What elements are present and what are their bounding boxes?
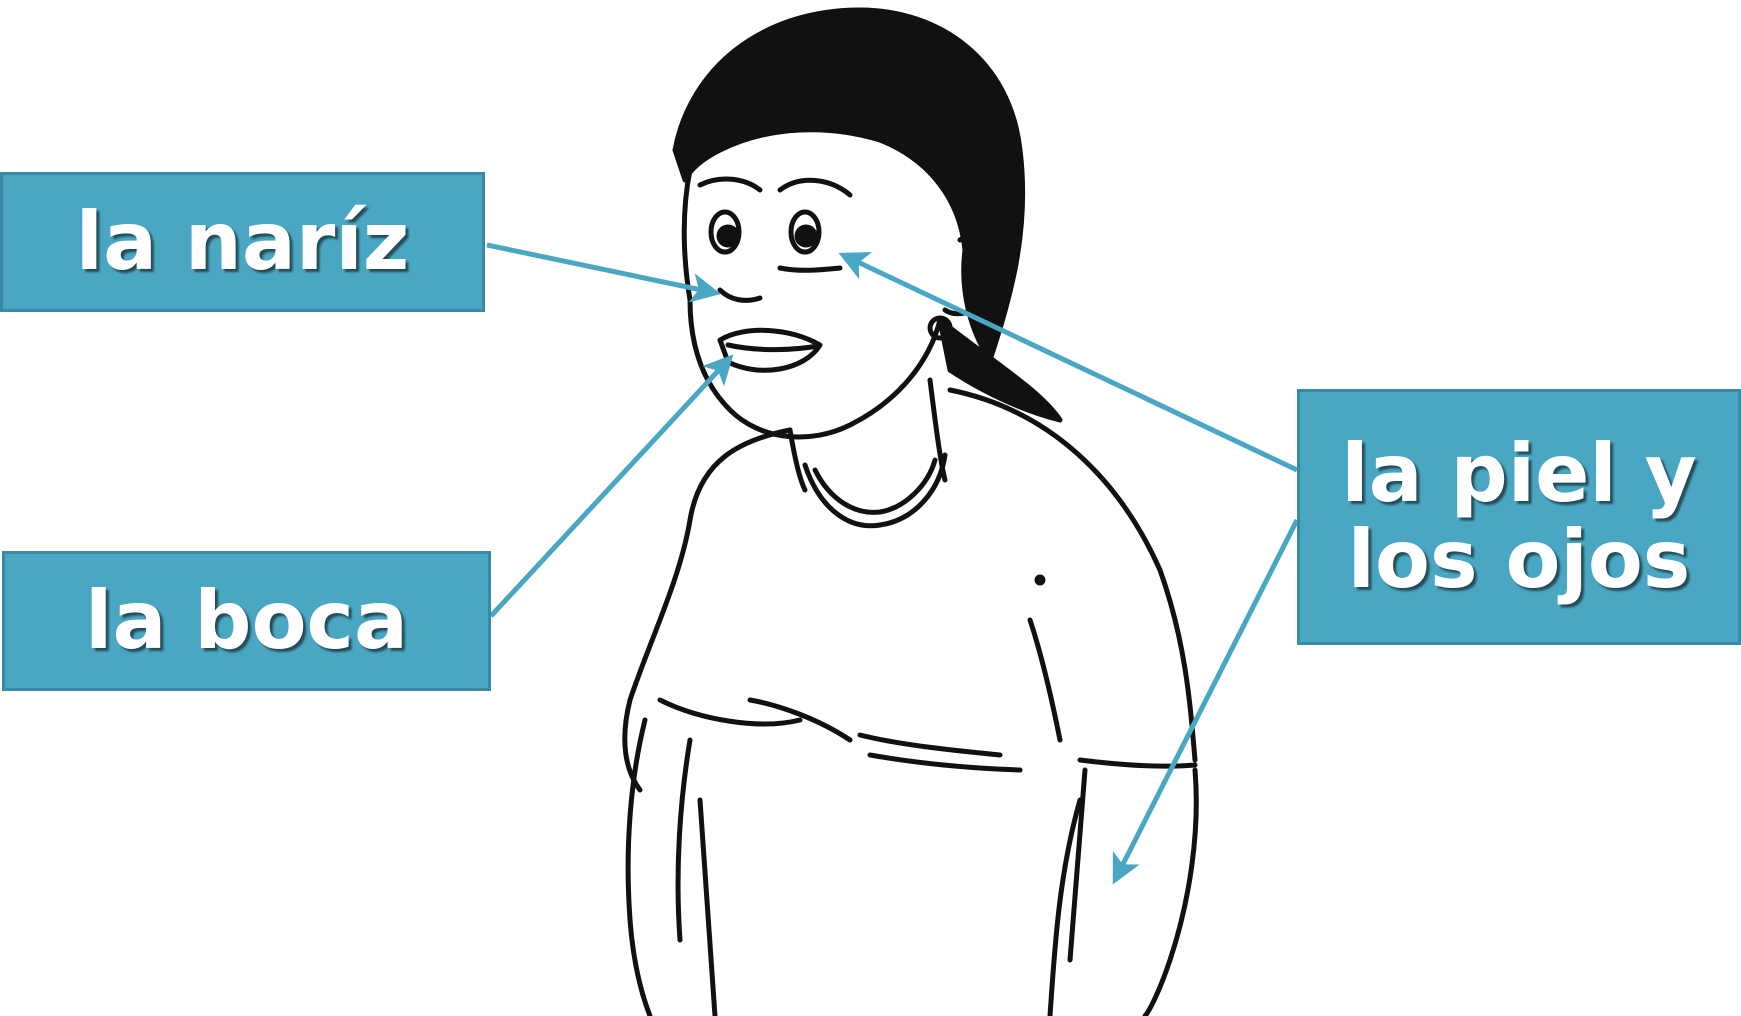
right-arm (1145, 770, 1196, 1016)
label-boca: la boca (2, 551, 491, 691)
shirt-right-hem (1080, 760, 1195, 766)
label-nariz: la naríz (0, 172, 485, 312)
left-arm (628, 720, 650, 1016)
right-eyebrow (780, 180, 850, 195)
shirt-left (625, 430, 790, 790)
shirt-right (950, 390, 1195, 760)
nose (720, 290, 760, 300)
label-piel-y-ojos: la piel y los ojos (1297, 389, 1741, 645)
hair (675, 10, 1023, 360)
left-eyebrow (700, 179, 760, 190)
